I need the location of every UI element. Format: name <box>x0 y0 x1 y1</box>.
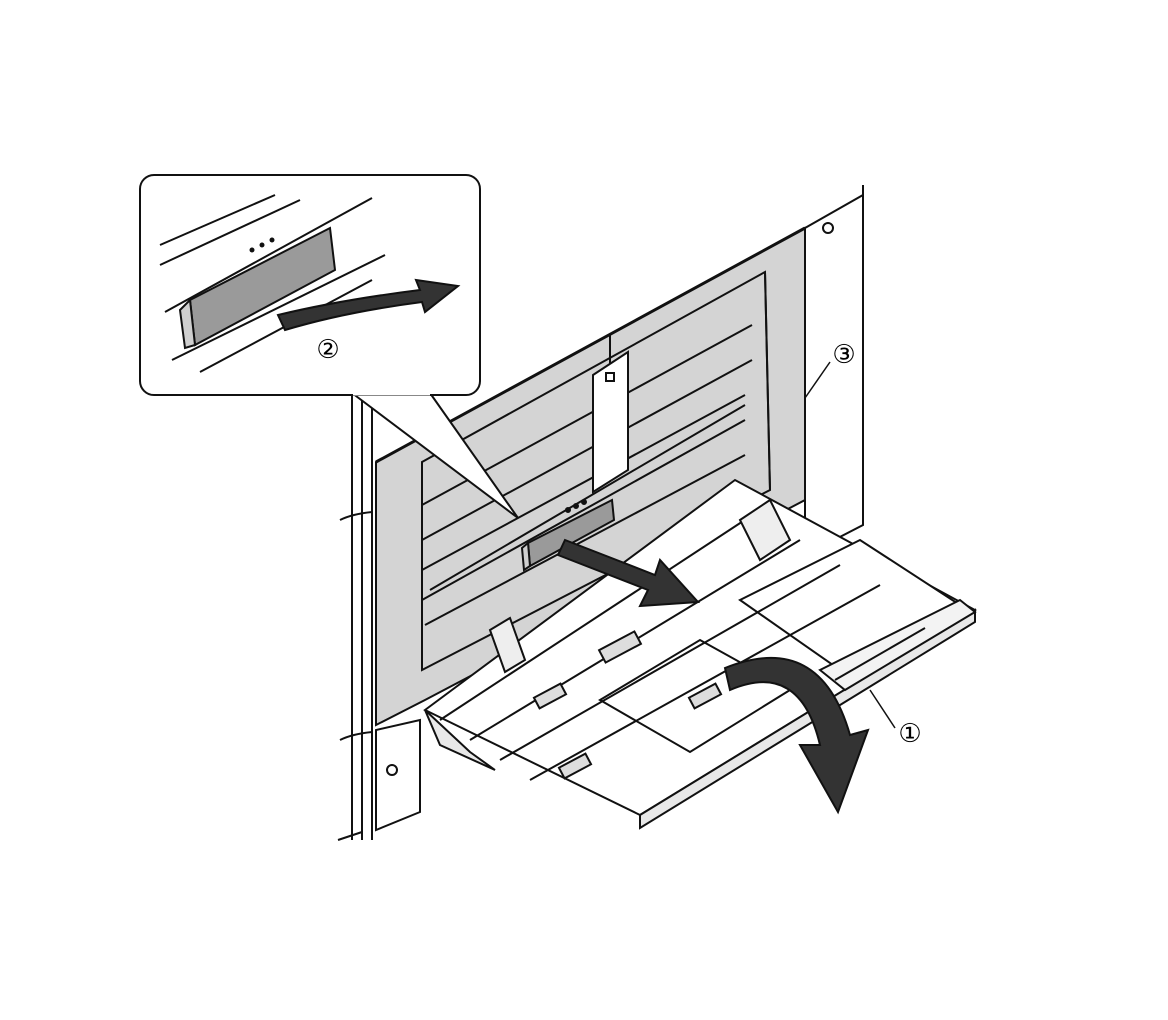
callout-2: ② <box>316 335 339 365</box>
printer-body <box>337 395 421 841</box>
leader-line-3 <box>804 361 831 399</box>
inset-detail <box>139 174 519 519</box>
open-tray-arrow <box>723 656 870 815</box>
pull-arrow <box>556 538 701 608</box>
leader-line-1 <box>869 689 896 729</box>
callout-3: ③ <box>832 340 855 370</box>
paper-tag <box>592 335 629 494</box>
leader-lines <box>804 361 896 729</box>
bypass-tray <box>423 478 978 830</box>
callout-1: ① <box>898 719 921 749</box>
release-lever <box>520 498 616 572</box>
